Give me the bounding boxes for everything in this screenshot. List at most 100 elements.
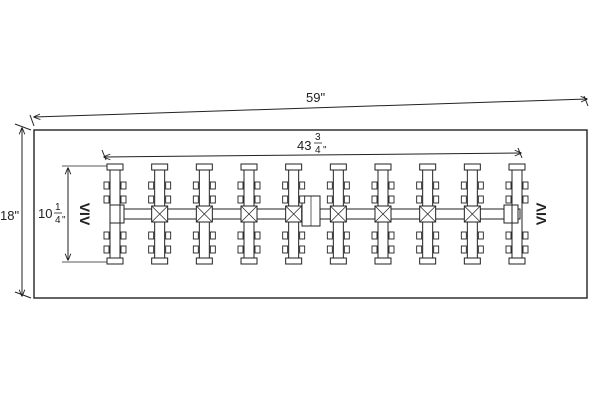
arm-port: [522, 231, 529, 240]
arm-cap-top: [419, 163, 437, 171]
arm-port: [282, 195, 289, 204]
arm-port: [433, 245, 440, 254]
arm-port: [460, 195, 467, 204]
arm-port: [148, 231, 155, 240]
overall-height-label: 18": [0, 208, 19, 223]
junction-cross: [240, 205, 258, 223]
arm-port: [477, 195, 484, 204]
pan-outline: [33, 129, 588, 299]
burner-arm: [103, 163, 127, 265]
arm-port: [254, 245, 261, 254]
burner-arm: [505, 163, 529, 265]
junction-cross: [419, 205, 436, 223]
arm-port: [299, 181, 306, 190]
arm-port: [209, 245, 216, 254]
arm-cap-bottom: [508, 257, 526, 265]
arm-port: [237, 245, 244, 254]
arm-port: [326, 181, 333, 190]
arm-port: [460, 245, 467, 254]
arm-cap-bottom: [151, 257, 169, 265]
burner-width-den: 4: [315, 145, 321, 156]
arm-cap-top: [106, 163, 124, 171]
arm-cap-bottom: [195, 257, 213, 265]
arm-port: [343, 181, 350, 190]
junction-cross: [196, 205, 213, 223]
burner-height-den: 4: [55, 215, 61, 226]
arm-cap-bottom: [285, 257, 303, 265]
arm-port: [505, 195, 512, 204]
arm-port: [522, 181, 529, 190]
arm-port: [192, 245, 199, 254]
arm-port: [343, 245, 350, 254]
arm-port: [165, 195, 172, 204]
left-end-mark: VIV: [77, 203, 93, 226]
arm-port: [371, 195, 378, 204]
arm-port: [522, 195, 529, 204]
burner-width-num: 3: [315, 132, 321, 143]
right-end-mark: VIV: [533, 202, 549, 225]
arm-port: [237, 231, 244, 240]
arm-port: [343, 195, 350, 204]
arm-port: [388, 181, 395, 190]
burner-height-num: 1: [55, 202, 61, 213]
junction-cross: [374, 205, 392, 223]
arm-port: [505, 181, 512, 190]
junction-cross: [285, 205, 302, 223]
arm-port: [120, 245, 127, 254]
arm-cap-top: [463, 163, 481, 171]
arm-port: [120, 231, 127, 240]
arm-port: [237, 195, 244, 204]
arm-port: [522, 245, 529, 254]
arm-port: [416, 231, 423, 240]
arm-port: [388, 195, 395, 204]
arm-port: [192, 231, 199, 240]
arm-port: [299, 195, 306, 204]
arm-cap-top: [374, 163, 392, 171]
burner-height-dimension: 10 1 4 ": [38, 165, 108, 263]
arm-port: [254, 231, 261, 240]
arm-port: [433, 181, 440, 190]
arm-port: [326, 195, 333, 204]
arm-port: [326, 231, 333, 240]
junction-cross: [151, 205, 168, 223]
arm-port: [282, 245, 289, 254]
burner-width-whole: 43: [297, 138, 311, 153]
arm-port: [165, 181, 172, 190]
arm-port: [505, 245, 512, 254]
overall-width-dimension: 59": [29, 90, 589, 127]
arm-cap-top: [508, 163, 526, 171]
arm-cap-bottom: [463, 257, 481, 265]
arm-port: [103, 245, 110, 254]
arm-port: [343, 231, 350, 240]
arm-port: [326, 245, 333, 254]
arm-port: [120, 195, 127, 204]
arm-port: [103, 231, 110, 240]
arm-port: [371, 181, 378, 190]
overall-width-label: 59": [306, 90, 325, 105]
arm-port: [282, 231, 289, 240]
arm-port: [148, 245, 155, 254]
arm-port: [254, 181, 261, 190]
arm-cap-top: [329, 163, 347, 171]
arm-cap-bottom: [240, 257, 258, 265]
arm-port: [388, 245, 395, 254]
arm-port: [371, 245, 378, 254]
arm-port: [209, 181, 216, 190]
arm-port: [388, 231, 395, 240]
arm-port: [416, 195, 423, 204]
arm-port: [299, 231, 306, 240]
arm-cap-top: [195, 163, 213, 171]
arm-port: [416, 181, 423, 190]
burner-arm: [148, 163, 172, 265]
arm-port: [209, 195, 216, 204]
arm-port: [120, 181, 127, 190]
arm-cap-top: [285, 163, 303, 171]
arm-port: [433, 231, 440, 240]
arm-port: [433, 195, 440, 204]
arm-port: [371, 231, 378, 240]
junction-cross: [464, 205, 481, 223]
burner-arm: [460, 163, 484, 265]
arm-port: [282, 181, 289, 190]
arm-port: [505, 231, 512, 240]
